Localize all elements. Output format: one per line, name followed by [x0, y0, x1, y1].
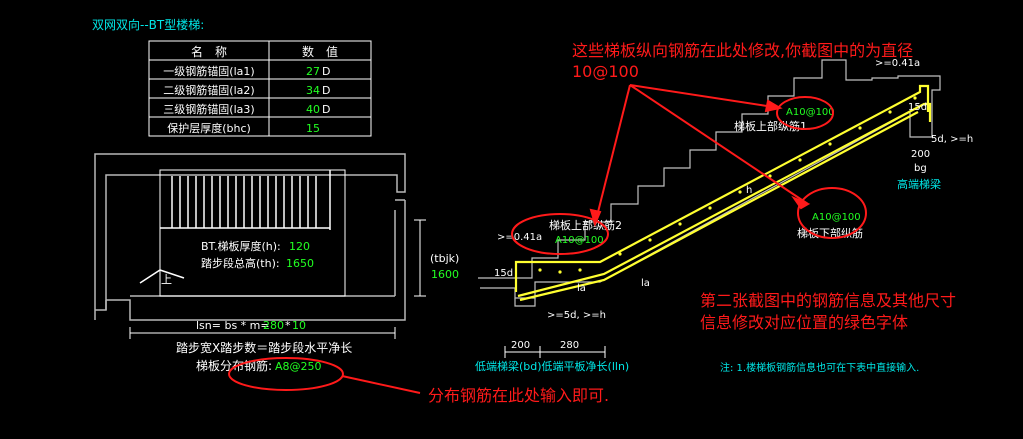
la-right: la — [641, 278, 650, 289]
lsn-times: * — [285, 319, 291, 332]
upper-bar-2-value[interactable]: A10@100 — [555, 235, 604, 246]
height-value[interactable]: 1650 — [286, 257, 314, 270]
bg-label: bg — [914, 163, 927, 174]
annotation-bottom: 分布钢筋在此处输入即可. — [428, 386, 609, 405]
table-row-value[interactable]: 34 — [306, 84, 320, 97]
bg-value: 200 — [911, 149, 930, 160]
annotation-ellipses — [228, 96, 867, 391]
thickness-value[interactable]: 120 — [289, 240, 310, 253]
params-table — [148, 40, 372, 137]
la-left: la — [577, 283, 586, 294]
tbjk-value[interactable]: 1600 — [431, 268, 459, 281]
table-row-name: 一级钢筋锚固(la1) — [163, 64, 254, 78]
thickness-label: BT.梯板厚度(h): — [201, 239, 281, 253]
top-anchor-dim: >=0.41a — [875, 58, 920, 69]
left-anchor-dim: >=0.41a — [497, 232, 542, 243]
tbjk-label: (tbjk) — [430, 252, 459, 265]
left-15d: 15d — [494, 268, 513, 279]
table-row-name: 三级钢筋锚固(la3) — [163, 102, 254, 116]
rebar-dots — [538, 96, 917, 274]
table-row-unit: D — [322, 65, 330, 78]
lower-bar-value[interactable]: A10@100 — [812, 212, 861, 223]
annotation-right-line1: 第二张截图中的钢筋信息及其他尺寸 — [700, 291, 956, 310]
table-row-name: 保护层厚度(bhc) — [167, 121, 251, 135]
annotation-top-line1: 这些梯板纵向钢筋在此处修改,你截图中的为直径 — [572, 41, 913, 60]
upper-bar-1-label: 梯板上部纵筋1 — [734, 119, 807, 133]
low-end-dimension — [504, 346, 606, 358]
rebar-group — [514, 84, 932, 302]
bottom-5d: >=5d, >=h — [547, 310, 606, 321]
lsn-caption: 踏步宽X踏步数＝踏步段水平净长 — [176, 340, 352, 355]
lsn-formula: lsn= bs * m= — [196, 319, 270, 332]
top-15d: 15d — [908, 102, 927, 113]
table-row-unit: D — [322, 103, 330, 116]
upper-bar-1-value[interactable]: A10@100 — [786, 107, 835, 118]
drawing-title: 双网双向--BT型楼梯: — [92, 17, 204, 32]
table-header-value: 数 值 — [302, 44, 338, 59]
table-row-value[interactable]: 27 — [306, 65, 320, 78]
table-row-unit: D — [322, 84, 330, 97]
table-row-value[interactable]: 40 — [306, 103, 320, 116]
annotation-arrows — [341, 84, 811, 394]
distribution-bar-value[interactable]: A8@250 — [275, 360, 322, 373]
low-beam-width: 200 — [511, 340, 530, 351]
lsn-bs-value[interactable]: 280 — [263, 319, 284, 332]
height-label: 踏步段总高(th): — [201, 256, 280, 270]
up-arrow-label: 上 — [161, 273, 172, 286]
table-header-name: 名 称 — [191, 44, 227, 59]
note-text: 注: 1.楼梯板钢筋信息也可在下表中直接输入. — [720, 361, 919, 374]
top-5d: 5d, >=h — [931, 134, 973, 145]
low-plate-width: 280 — [560, 340, 579, 351]
tbjk-dimension — [414, 219, 426, 297]
upper-bar-2-label: 梯板上部纵筋2 — [549, 218, 622, 232]
table-row-name: 二级钢筋锚固(la2) — [163, 83, 254, 97]
low-beam-caption: 低端梯梁(bd)低端平板净长(lln) — [475, 359, 629, 373]
annotation-right-line2: 信息修改对应位置的绿色字体 — [700, 313, 908, 332]
h-mark: h — [746, 185, 752, 196]
lsn-dimension — [129, 327, 396, 339]
annotation-top-line2: 10@100 — [572, 62, 639, 81]
stair-plan — [94, 153, 406, 321]
table-row-value[interactable]: 15 — [306, 122, 320, 135]
lsn-m-value[interactable]: 10 — [292, 319, 306, 332]
high-beam-label: 高端梯梁 — [897, 177, 941, 191]
